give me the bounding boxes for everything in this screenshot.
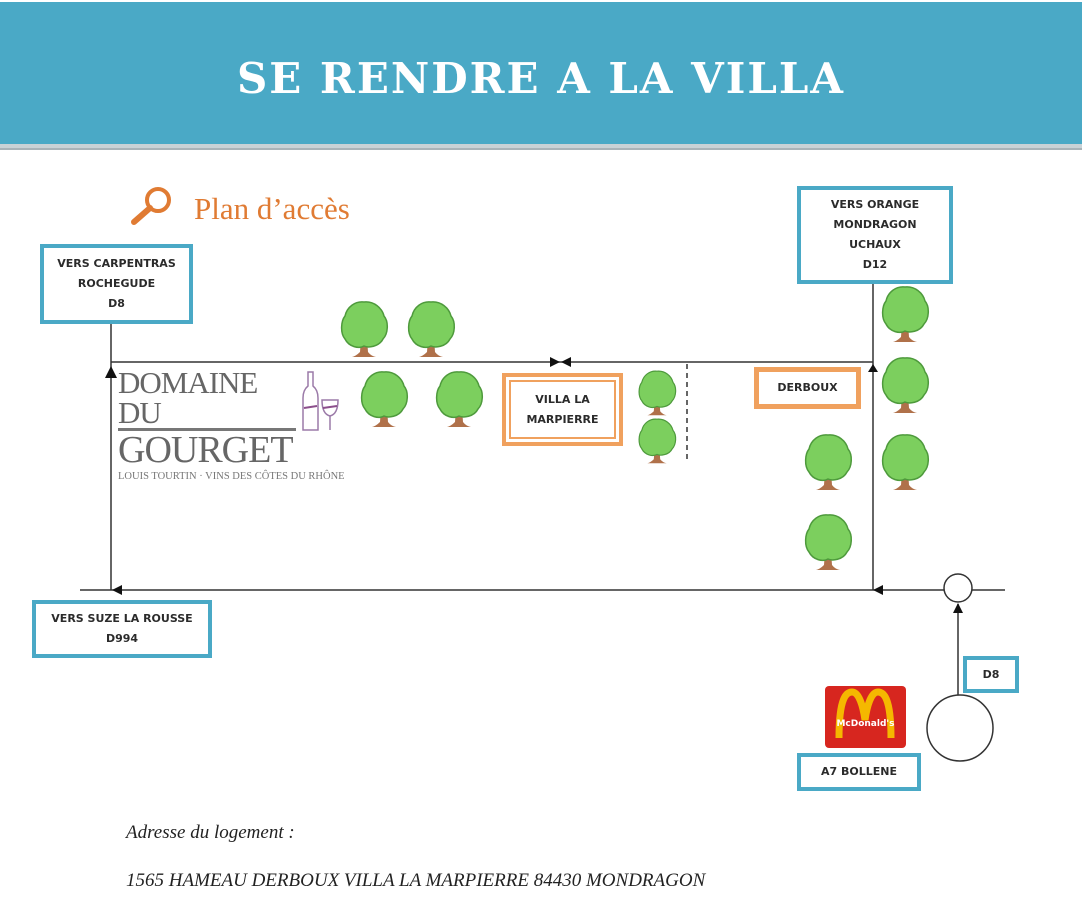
sign-line: VERS CARPENTRAS [57, 257, 176, 270]
wine-bottle-icon [302, 371, 339, 431]
sign-line: D12 [862, 258, 888, 271]
tree-icon [360, 371, 408, 427]
mcdonalds-wordmark: McDonald's [836, 719, 895, 729]
arrow-left-bottom [112, 585, 122, 595]
domaine-du-gourget-logo: DOMAINE DU GOURGET LOUIS TOURTIN · VINS … [118, 367, 345, 482]
address-label: Adresse du logement : [126, 822, 295, 843]
logo-line-1: DOMAINE DU [118, 367, 296, 431]
section-heading: Plan d’accès [128, 184, 350, 233]
magnifier-icon [128, 184, 176, 233]
roundabout-large [926, 694, 994, 762]
derboux-label: DERBOUX [754, 367, 861, 409]
place-line: DERBOUX [777, 381, 838, 394]
roundabout-small [943, 573, 973, 603]
tree-icon [340, 301, 388, 357]
sign-line: VERS SUZE LA ROUSSE [51, 612, 193, 625]
place-line: VILLA LA [535, 392, 590, 406]
sign-line: A7 BOLLENE [821, 765, 897, 778]
page-title: SE RENDRE A LA VILLA [236, 54, 846, 103]
tree-icon [804, 514, 852, 570]
tree-icon [804, 434, 852, 490]
villa-la-marpierre: VILLA LA MARPIERRE [502, 373, 623, 446]
place-line: MARPIERRE [526, 412, 599, 426]
tree-icon [435, 371, 483, 427]
sign-line: UCHAUX [849, 238, 901, 251]
tree-icon [407, 301, 455, 357]
tree-icon [638, 370, 677, 416]
sign-line: D8 [108, 297, 125, 310]
logo-line-2: GOURGET [118, 429, 294, 471]
sign-orange: VERS ORANGE MONDRAGON UCHAUX D12 [797, 186, 953, 284]
arrow-left-junction [873, 585, 883, 595]
section-title: Plan d’accès [194, 190, 350, 226]
tree-icon [881, 434, 929, 490]
mcdonalds-logo: McDonald's [825, 686, 906, 748]
sign-carpentras: VERS CARPENTRAS ROCHEGUDE D8 [40, 244, 193, 324]
sign-line: D8 [982, 667, 1000, 681]
arrow-entrance-left [561, 357, 571, 367]
tree-icon [881, 357, 929, 413]
arrow-entrance-right [550, 357, 560, 367]
address-value: 1565 HAMEAU DERBOUX VILLA LA MARPIERRE 8… [126, 870, 706, 891]
arrow-up-d8 [953, 603, 963, 613]
logo-line-3: LOUIS TOURTIN · VINS DES CÔTES DU RHÔNE [118, 471, 345, 482]
golden-arches-icon [835, 688, 895, 739]
sign-d8: D8 [963, 656, 1019, 693]
tree-icon [638, 418, 677, 464]
sign-line: MONDRAGON [833, 218, 917, 231]
arrow-up-left [105, 366, 117, 378]
sign-line: D994 [105, 632, 139, 645]
sign-line: ROCHEGUDE [77, 277, 156, 290]
sign-line: VERS ORANGE [830, 198, 920, 211]
header-banner: SE RENDRE A LA VILLA [0, 2, 1082, 148]
arrow-up-right [868, 364, 878, 372]
tree-icon [881, 286, 929, 342]
sign-suze-la-rousse: VERS SUZE LA ROUSSE D994 [32, 600, 212, 658]
sign-a7-bollene: A7 BOLLENE [797, 753, 921, 791]
